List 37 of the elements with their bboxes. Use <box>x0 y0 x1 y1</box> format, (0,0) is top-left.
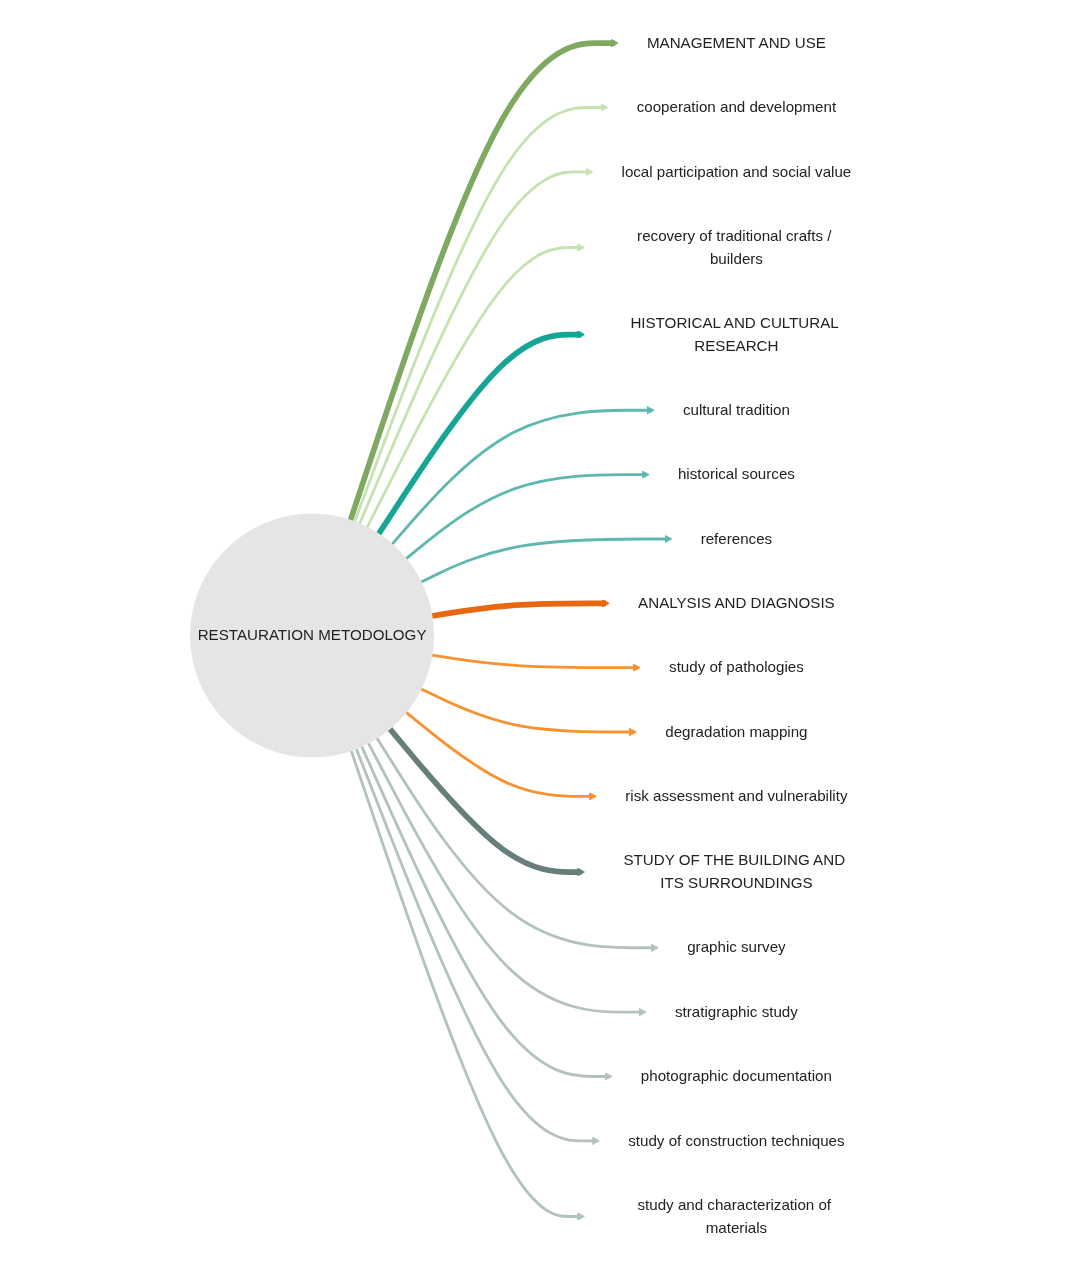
node-circle: RESTAURATION METODOLOGY <box>190 513 435 758</box>
node-text: ANALYSIS AND DIAGNOSIS <box>638 594 836 611</box>
node-text: cultural tradition <box>683 401 791 418</box>
arrow <box>405 470 651 560</box>
node-text: stratigraphic study <box>675 1003 799 1020</box>
node-text: MANAGEMENT AND USE <box>647 34 827 51</box>
arrow <box>420 534 673 584</box>
arrow <box>358 167 594 525</box>
arrow <box>391 406 656 545</box>
arrow <box>348 38 620 522</box>
node-text: cooperation and development <box>636 98 837 116</box>
node-text: references <box>700 530 773 547</box>
node-text: HISTORICAL AND CULTURAL RESEARCH <box>630 314 839 354</box>
node-text: STUDY OF THE BUILDING AND ITS SURROUNDINGS <box>623 852 846 891</box>
node-text: local participation and social value <box>621 163 852 180</box>
arrow <box>432 653 642 672</box>
node-text: study of pathologies <box>669 659 805 676</box>
arrow <box>405 711 598 801</box>
arrow <box>376 737 660 952</box>
arrow <box>420 687 638 737</box>
arrow <box>355 748 601 1145</box>
arrow <box>360 745 614 1081</box>
node-text: degradation mapping <box>665 723 808 740</box>
node-text: historical sources <box>678 466 796 483</box>
arrow <box>353 103 609 523</box>
node-text: study and characterization of materials <box>637 1196 832 1236</box>
arrow <box>350 750 586 1221</box>
node-text: risk assessment and vulnerability <box>625 787 848 804</box>
arrow <box>367 742 648 1017</box>
node-text: recovery of traditional crafts / builders <box>637 227 832 267</box>
node-text: study of construction techniques <box>628 1132 845 1149</box>
arrow <box>431 599 611 619</box>
arrow <box>376 330 586 536</box>
node-text: photographic documentation <box>641 1067 833 1085</box>
arrow <box>388 727 586 877</box>
arrow <box>366 243 586 528</box>
node-text: graphic survey <box>687 939 786 956</box>
